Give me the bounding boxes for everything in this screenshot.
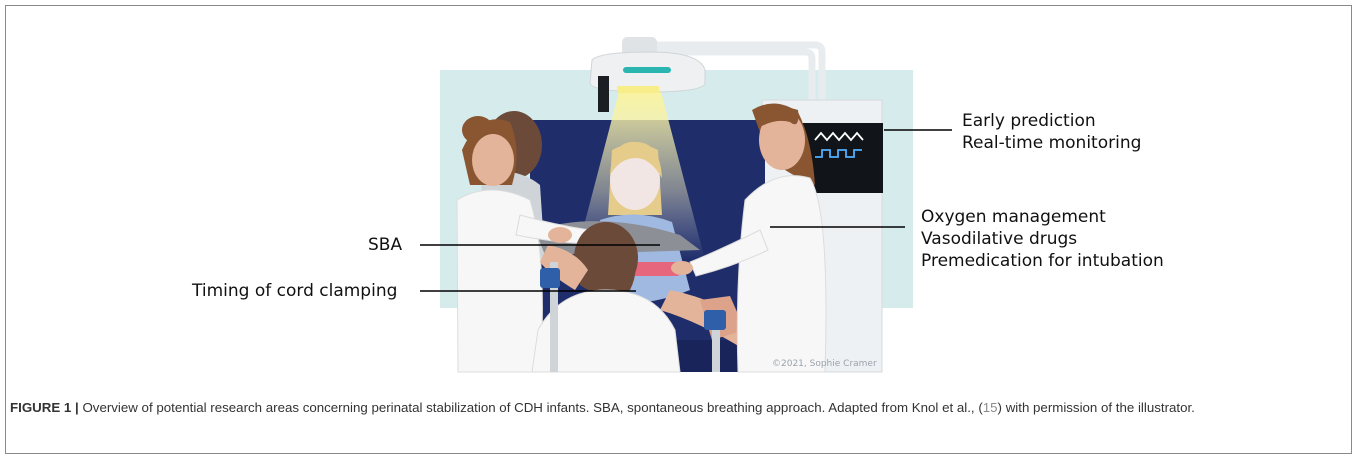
caption-figure-label: FIGURE 1 | [10, 400, 79, 415]
lamp-arm [640, 41, 826, 100]
equipment [540, 262, 726, 372]
label-cord-clamping: Timing of cord clamping [192, 281, 398, 301]
label-vasodilative-drugs: Vasodilative drugs [921, 229, 1078, 249]
caption-text-part2: with permission of the illustrator. [1005, 400, 1195, 415]
illustration [420, 37, 952, 373]
figure-caption: FIGURE 1 | Overview of potential researc… [10, 398, 1335, 418]
illustrator-credit: ©2021, Sophie Cramer [772, 359, 877, 369]
label-sba: SBA [368, 235, 403, 255]
caption-reference[interactable]: (15) [978, 400, 1002, 415]
lamp-mount [622, 37, 657, 55]
label-early-prediction: Early prediction [962, 111, 1096, 131]
caption-ref-open: ( [978, 400, 983, 415]
label-realtime-monitoring: Real-time monitoring [962, 133, 1142, 153]
leader-lines [420, 129, 952, 292]
caption-ref-close: ) [997, 400, 1002, 415]
warming-lamp [589, 51, 706, 112]
nurse-left [456, 116, 591, 373]
caption-text-part1: Overview of potential research areas con… [82, 400, 975, 415]
clinician-front [531, 222, 681, 373]
monitor-label-group: Early prediction Real-time monitoring [962, 110, 1141, 154]
caption-ref-number[interactable]: 15 [982, 400, 998, 415]
label-oxygen-management: Oxygen management [921, 207, 1106, 227]
medication-label-group: Oxygen management Vasodilative drugs Pre… [921, 206, 1164, 272]
label-premedication: Premedication for intubation [921, 251, 1164, 271]
nurse-right [671, 103, 827, 373]
